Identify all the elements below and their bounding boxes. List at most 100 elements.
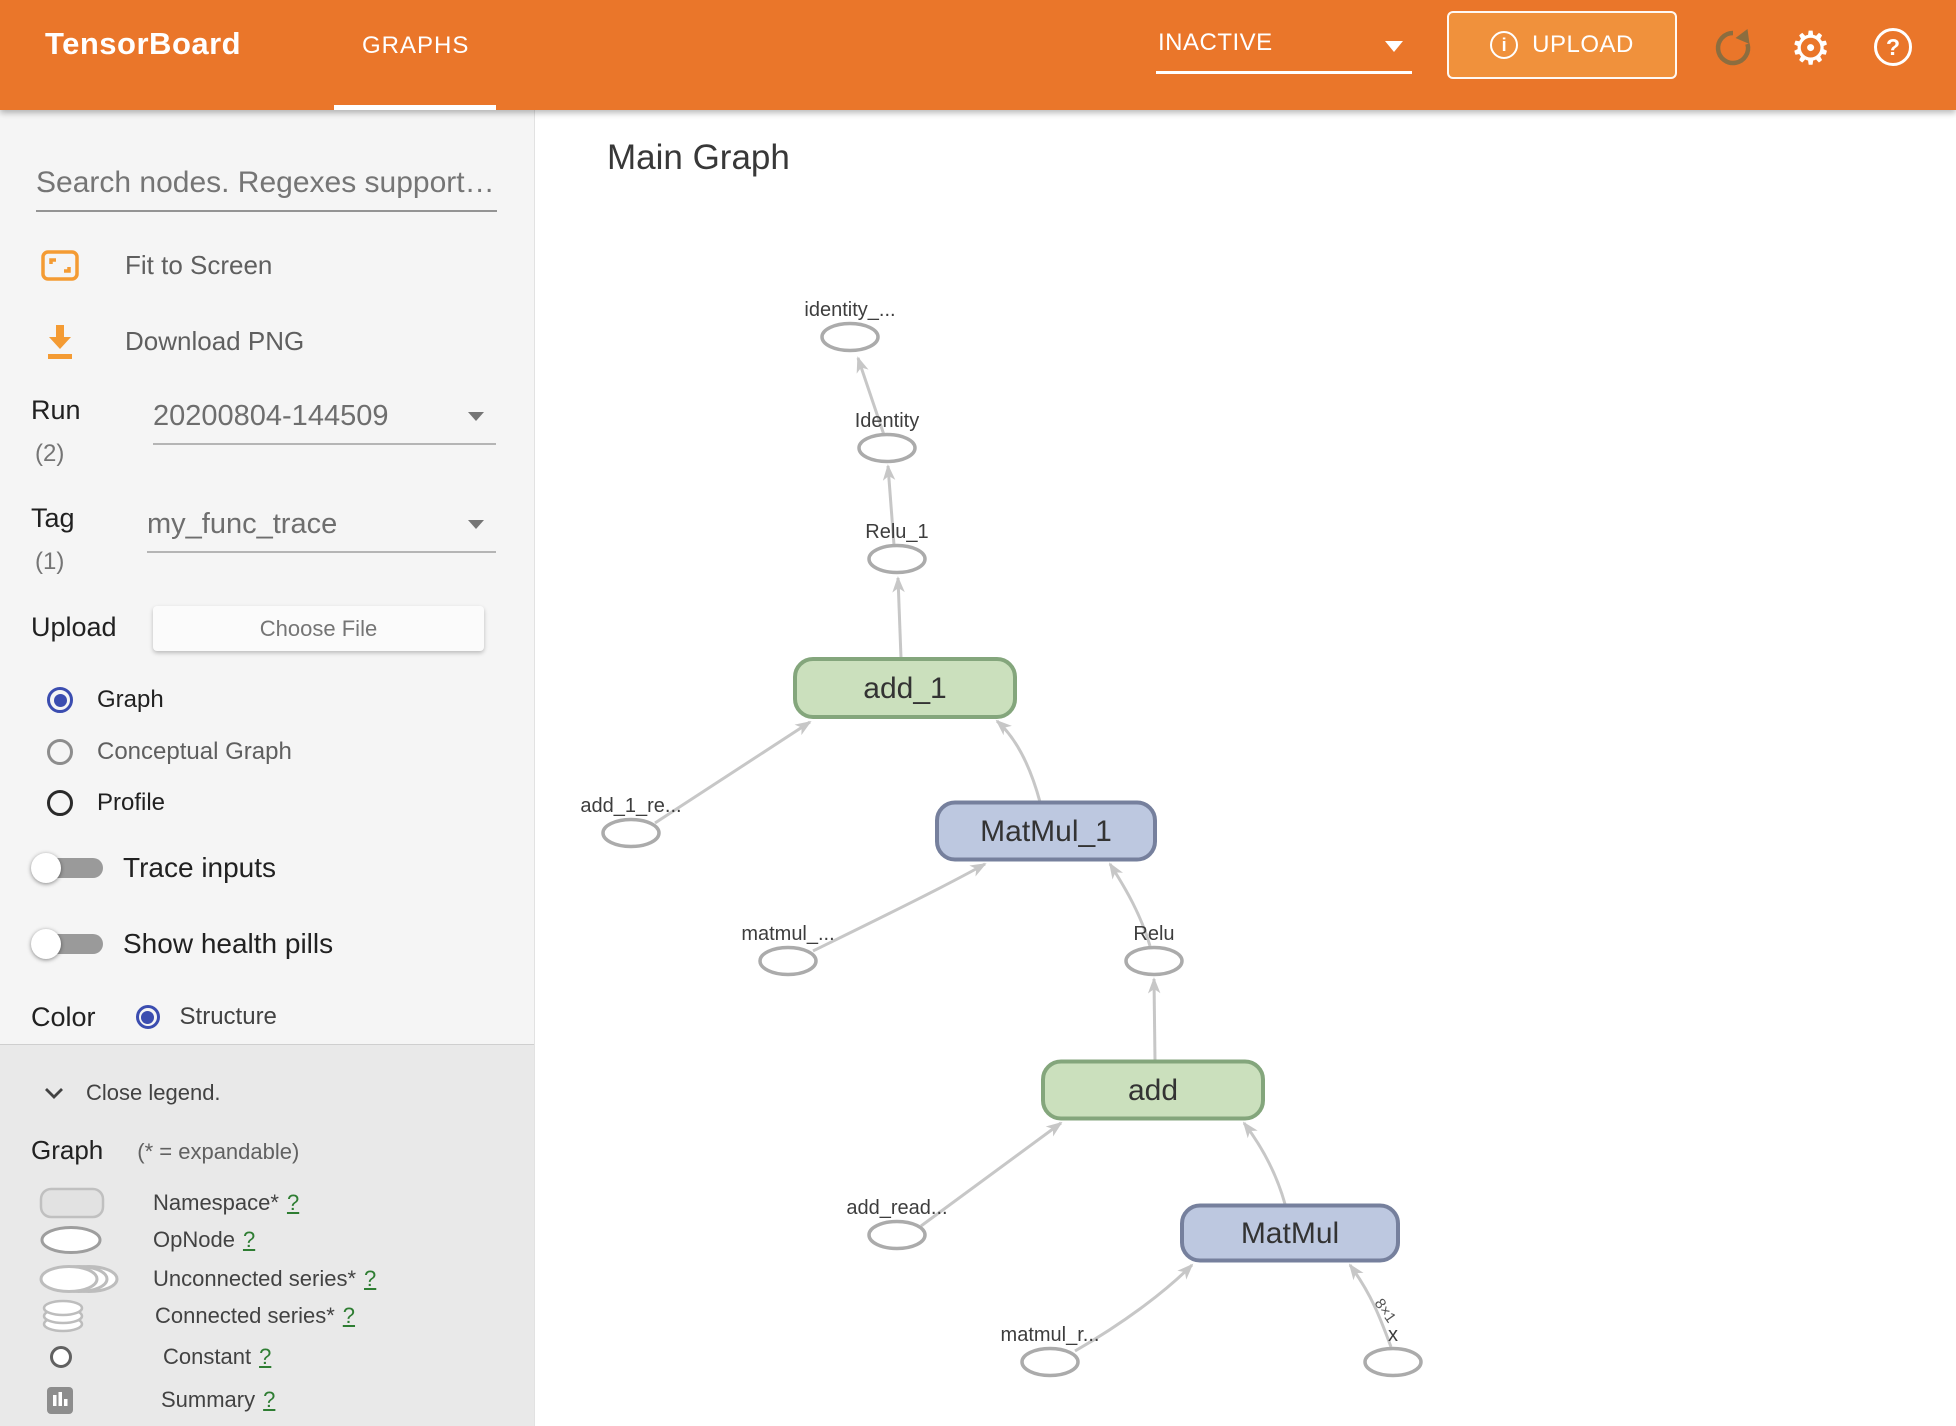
help-link[interactable]: ? [286, 1190, 300, 1215]
upload-button-label: UPLOAD [1532, 31, 1634, 58]
edge-x-to-matmul [1348, 1263, 1393, 1348]
op-node-label-x: x [1388, 1324, 1398, 1346]
op-node-label-matmul_read: matmul_... [741, 923, 834, 945]
op-node-matmul_r_read[interactable] [1020, 1346, 1080, 1378]
info-icon: i [1490, 31, 1519, 59]
tab-graphs[interactable]: GRAPHS [362, 32, 470, 59]
op-node-add_1_read[interactable] [601, 817, 661, 849]
op-node-label-add_1_read: add_1_re... [580, 795, 681, 817]
op-node-relu[interactable] [1124, 945, 1184, 977]
legend-subtitle: (* = expandable) [137, 1139, 300, 1164]
help-icon[interactable]: ? [1874, 28, 1912, 66]
op-node-label-relu: Relu [1133, 923, 1174, 945]
edge-relu_1-to-identity [882, 464, 896, 546]
health-pills-toggle[interactable] [31, 929, 103, 959]
connected-series-icon [42, 1299, 84, 1333]
unconnected-series-icon [39, 1265, 119, 1293]
op-node-label-identity: Identity [855, 410, 919, 432]
tag-dropdown[interactable]: my_func_trace [147, 508, 338, 540]
help-link[interactable]: ? [342, 1303, 356, 1328]
group-node-label-add_1: add_1 [863, 672, 946, 705]
group-node-label-matmul_1: MatMul_1 [980, 815, 1112, 848]
radio-graph[interactable]: Graph [47, 686, 164, 714]
tag-label: Tag [31, 503, 75, 533]
data-status-dropdown[interactable]: INACTIVE [1158, 29, 1273, 56]
fit-to-screen-icon [41, 250, 79, 281]
legend-item-unconnected-series: Unconnected series* ? [39, 1263, 376, 1295]
group-node-matmul_1[interactable] [935, 800, 1157, 862]
help-link[interactable]: ? [364, 1266, 377, 1291]
op-node-label-relu_1: Relu_1 [865, 521, 928, 543]
upload-button[interactable]: i UPLOAD [1447, 11, 1677, 79]
help-link[interactable]: ? [259, 1344, 272, 1369]
run-underline [153, 443, 496, 445]
op-node-matmul_read[interactable] [758, 945, 818, 977]
top-toolbar: TensorBoard GRAPHS INACTIVE i UPLOAD ⚙ ? [0, 0, 1956, 110]
trace-inputs-label: Trace inputs [123, 852, 277, 883]
upload-label: Upload [31, 612, 117, 642]
status-underline [1156, 71, 1412, 74]
download-png-button[interactable]: Download PNG [45, 323, 304, 360]
radio-conceptual-graph[interactable]: Conceptual Graph [47, 738, 292, 766]
radio-unselected-icon[interactable] [47, 790, 73, 816]
fit-to-screen-button[interactable]: Fit to Screen [41, 250, 272, 281]
close-legend-button[interactable]: Close legend. [44, 1080, 221, 1106]
choose-file-button[interactable]: Choose File [153, 606, 484, 651]
run-count: (2) [35, 440, 65, 467]
color-mode-row: Color Structure [31, 1002, 277, 1032]
search-input[interactable] [36, 166, 497, 212]
group-node-label-add: add [1128, 1074, 1178, 1107]
op-node-label-identity_out: identity_... [804, 299, 895, 321]
help-link[interactable]: ? [263, 1387, 276, 1412]
edge-identity-to-identity_out [856, 356, 886, 436]
color-structure-radio[interactable] [135, 1005, 160, 1029]
group-node-matmul[interactable] [1180, 1203, 1400, 1263]
op-node-x[interactable] [1363, 1346, 1423, 1378]
trace-inputs-toggle[interactable] [31, 853, 103, 883]
tag-count: (1) [35, 548, 65, 575]
edge-matmul_read-to-matmul_1 [812, 862, 987, 953]
edge-add_1_read-to-add_1 [654, 720, 812, 825]
radio-selected-icon[interactable] [47, 687, 73, 713]
settings-gear-icon[interactable]: ⚙ [1790, 21, 1832, 75]
radio-profile[interactable]: Profile [47, 789, 165, 817]
active-tab-indicator [334, 105, 496, 110]
close-legend-label: Close legend. [86, 1080, 221, 1105]
edge-add_read-to-add [920, 1121, 1063, 1228]
tag-underline [147, 551, 496, 553]
namespace-icon [39, 1187, 105, 1219]
run-dropdown[interactable]: 20200804-144509 [153, 400, 389, 432]
radio-graph-label: Graph [97, 686, 164, 713]
group-node-add_1[interactable] [793, 657, 1017, 719]
trace-inputs-toggle-row: Trace inputs [31, 852, 277, 883]
health-pills-toggle-row: Show health pills [31, 928, 333, 959]
op-node-relu_1[interactable] [867, 543, 927, 575]
edge-add-to-relu [1147, 977, 1161, 1062]
group-node-label-matmul: MatMul [1241, 1217, 1339, 1250]
radio-unselected-icon[interactable] [47, 739, 73, 765]
radio-conceptual-graph-label: Conceptual Graph [97, 738, 292, 765]
edge-matmul-to-add [1242, 1121, 1287, 1205]
run-label: Run [31, 395, 81, 425]
op-node-add_read[interactable] [867, 1219, 927, 1251]
edge-shape-label: 8×1 [1371, 1296, 1400, 1327]
tag-caret-icon[interactable] [468, 520, 484, 529]
download-png-label: Download PNG [125, 326, 305, 356]
op-node-label-matmul_r_read: matmul_r... [1001, 1324, 1100, 1346]
main-graph-title: Main Graph [607, 138, 790, 177]
op-node-identity[interactable] [857, 432, 917, 464]
color-label: Color [31, 1001, 96, 1032]
reload-icon[interactable] [1712, 27, 1754, 69]
run-caret-icon[interactable] [468, 412, 484, 421]
help-link[interactable]: ? [242, 1227, 256, 1252]
legend-item-summary: Summary ? [39, 1384, 275, 1416]
op-node-identity_out[interactable] [820, 321, 880, 353]
graph-controls-sidebar: Fit to Screen Download PNG Run (2) 20200… [0, 110, 535, 1426]
group-node-add[interactable] [1041, 1059, 1265, 1121]
opnode-icon [40, 1226, 102, 1254]
legend-item-connected-series: Connected series* ? [39, 1299, 356, 1333]
edge-relu-to-matmul_1 [1108, 862, 1152, 947]
legend-header: Graph (* = expandable) [31, 1135, 299, 1166]
